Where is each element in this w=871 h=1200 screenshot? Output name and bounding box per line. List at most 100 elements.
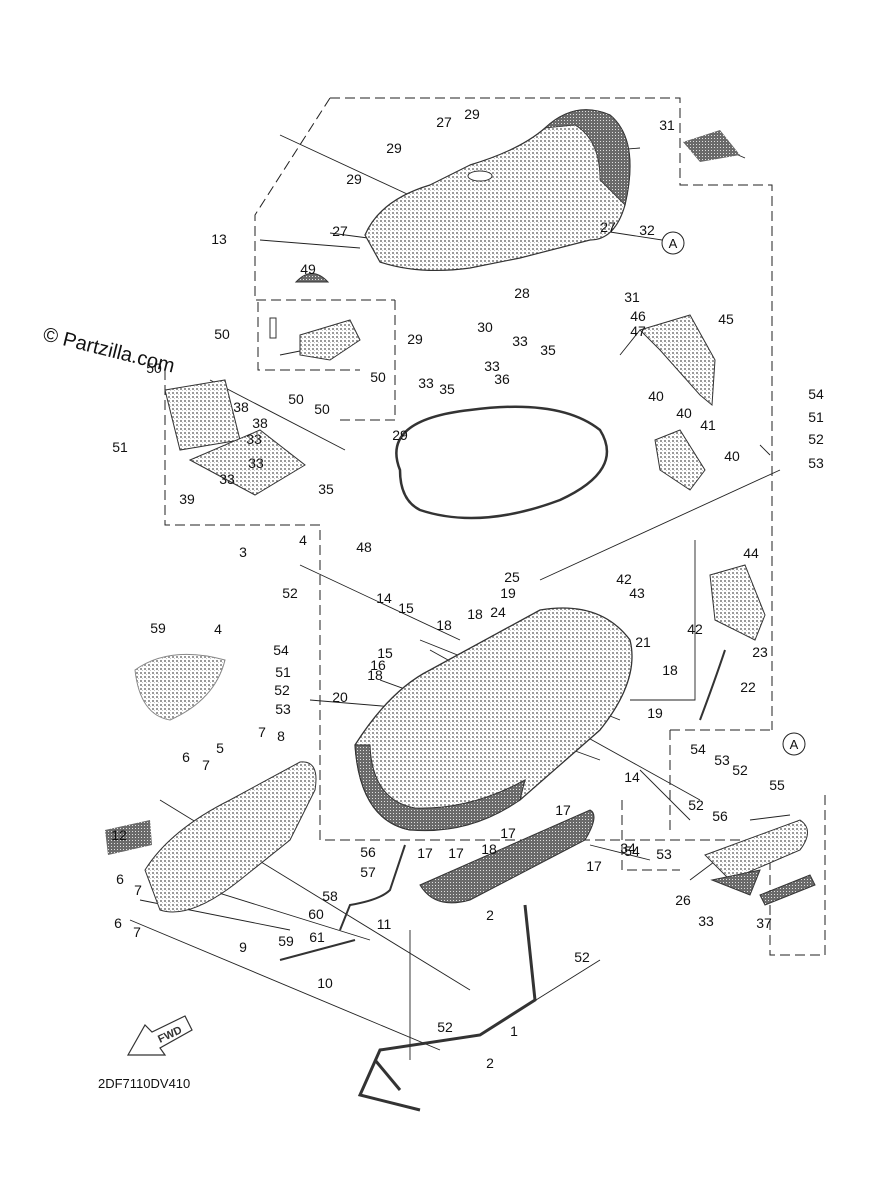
bracket-part [654,429,706,491]
callout-17: 17 [555,802,571,818]
callout-17: 17 [448,845,464,861]
callout-41: 41 [700,417,716,433]
callout-38: 38 [233,399,249,415]
cables-part [279,649,726,961]
callout-52: 52 [808,431,824,447]
callout-15: 15 [377,645,393,661]
callout-28: 28 [514,285,530,301]
callout-33: 33 [698,913,714,929]
callout-19: 19 [647,705,663,721]
callout-2: 2 [486,1055,494,1071]
callout-24: 24 [490,604,506,620]
leader-lines [129,134,791,1060]
callout-52: 52 [437,1019,453,1035]
callout-29: 29 [392,427,408,443]
callout-40: 40 [724,448,740,464]
callout-53: 53 [656,846,672,862]
callout-18: 18 [367,667,383,683]
callout-50: 50 [288,391,304,407]
callout-14: 14 [624,769,640,785]
callout-10: 10 [317,975,333,991]
callout-4: 4 [214,621,222,637]
callout-36: 36 [494,371,510,387]
callout-22: 22 [740,679,756,695]
callout-43: 43 [629,585,645,601]
callout-42: 42 [616,571,632,587]
side-cover-part [639,314,716,407]
callout-56: 56 [712,808,728,824]
inner-cover-part [164,379,306,496]
callout-32: 32 [639,222,655,238]
callout-19: 19 [500,585,516,601]
seat-lock-part [269,273,361,361]
callout-53: 53 [275,701,291,717]
callout-50: 50 [314,401,330,417]
callout-42: 42 [687,621,703,637]
callout-18: 18 [436,617,452,633]
callout-17: 17 [417,845,433,861]
callout-18: 18 [467,606,483,622]
callout-11: 11 [377,916,392,932]
callout-1: 1 [510,1023,518,1039]
marker-a-right-label: A [790,737,799,752]
callout-7: 7 [133,924,141,940]
callout-51: 51 [275,664,291,680]
callout-35: 35 [439,381,455,397]
callout-25: 25 [504,569,520,585]
marker-a-top-label: A [669,236,678,251]
callout-34: 34 [620,840,636,856]
callout-17: 17 [500,825,516,841]
callout-30: 30 [477,319,493,335]
callout-17: 17 [586,858,602,874]
seat-seal-part [395,405,609,520]
callout-14: 14 [376,590,392,606]
callout-40: 40 [648,388,664,404]
callout-33: 33 [484,358,500,374]
callout-6: 6 [114,915,122,931]
callout-57: 57 [360,864,376,880]
callout-29: 29 [386,140,402,156]
callout-29: 29 [346,171,362,187]
callout-2: 2 [486,907,494,923]
callout-44: 44 [743,545,759,561]
rear-garnish-part [704,819,816,906]
callout-6: 6 [116,871,124,887]
callout-54: 54 [273,642,289,658]
callout-59: 59 [278,933,294,949]
callout-38: 38 [252,415,268,431]
callout-33: 33 [418,375,434,391]
callout-31: 31 [659,117,675,133]
callout-27: 27 [332,223,348,239]
callout-37: 37 [756,915,772,931]
callout-7: 7 [134,882,142,898]
callout-3: 3 [239,544,247,560]
callout-18: 18 [481,841,497,857]
callout-5: 5 [216,740,224,756]
callout-48: 48 [356,539,372,555]
callout-40: 40 [676,405,692,421]
callout-53: 53 [808,455,824,471]
callout-16: 16 [370,657,386,673]
marker-a-right: A [782,732,806,756]
callout-20: 20 [332,689,348,705]
seat-cover-part [364,109,631,271]
marker-a-top: A [661,231,685,255]
callout-18: 18 [662,662,678,678]
callout-52: 52 [274,682,290,698]
callout-9: 9 [239,939,247,955]
stand-frame-part [357,904,537,1112]
rear-cover-part [709,564,766,641]
callout-58: 58 [322,888,338,904]
callout-labels: 1223445666777789101112131414151516171717… [111,106,824,1071]
callout-46: 46 [630,308,646,324]
callout-45: 45 [718,311,734,327]
callout-54: 54 [624,843,640,859]
callout-47: 47 [630,323,646,339]
callout-59: 59 [150,620,166,636]
callout-35: 35 [318,481,334,497]
callout-39: 39 [179,491,195,507]
callout-51: 51 [112,439,128,455]
left-cover-part [144,761,317,913]
callout-49: 49 [300,261,316,277]
